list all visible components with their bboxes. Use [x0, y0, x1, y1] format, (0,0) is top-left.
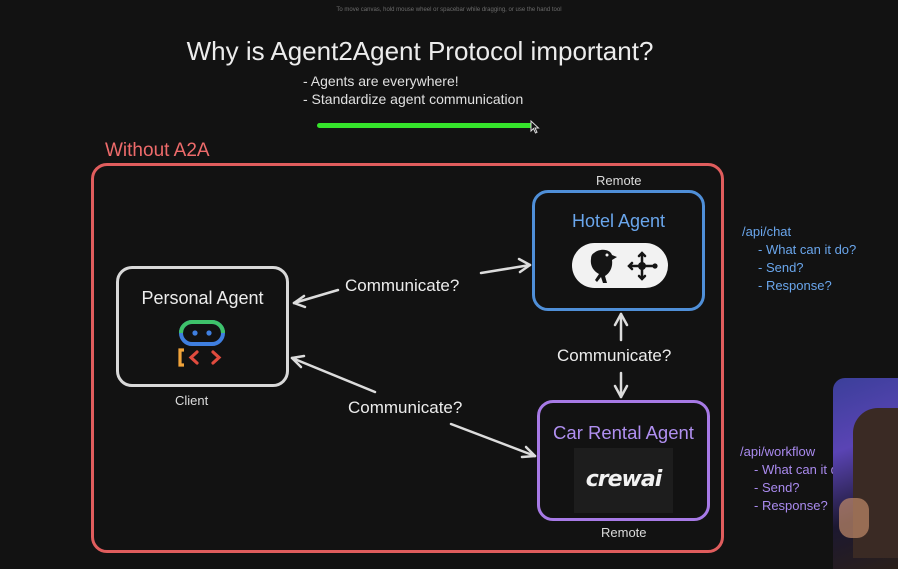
webcam-overlay	[833, 378, 898, 569]
car-rental-agent-node[interactable]: Car Rental Agent crewai	[537, 400, 710, 521]
langgraph-badge	[572, 243, 668, 288]
cursor-icon	[530, 120, 540, 134]
node-title: Car Rental Agent	[553, 422, 694, 443]
edge-label-personal-car: Communicate?	[348, 398, 463, 417]
personal-agent-caption: Client	[175, 393, 209, 408]
arrowhead	[520, 445, 537, 459]
slide-title: Why is Agent2Agent Protocol important?	[186, 36, 654, 66]
robot-brackets-icon	[178, 320, 225, 367]
arrowhead	[517, 257, 532, 274]
edge-label-personal-hotel: Communicate?	[345, 276, 460, 295]
underline-stroke	[317, 123, 535, 128]
api-item: - What can it do?	[758, 242, 857, 257]
arrowhead	[613, 312, 629, 327]
personal-agent-node[interactable]: Personal Agent	[116, 266, 289, 387]
node-title: Personal Agent	[141, 288, 264, 308]
api-endpoint: /api/chat	[742, 224, 792, 239]
bullet-item: - Agents are everywhere!	[303, 73, 459, 89]
edge-label-hotel-car: Communicate?	[557, 346, 672, 365]
car-api-notes: /api/workflow - What can it do? - Send? …	[740, 443, 852, 515]
canvas-hint: To move canvas, hold mouse wheel or spac…	[336, 7, 562, 13]
crewai-logo: crewai	[574, 448, 673, 513]
edge-personal-hotel-right	[479, 263, 532, 275]
edge-personal-car-left	[290, 356, 377, 394]
arrowhead	[292, 294, 307, 309]
network-arrows-icon	[627, 251, 658, 281]
api-item: - Response?	[754, 498, 828, 513]
hotel-agent-node[interactable]: Hotel Agent	[532, 190, 705, 311]
edge-personal-hotel-left	[292, 288, 340, 305]
api-item: - Response?	[758, 278, 832, 293]
bullet-item: - Standardize agent communication	[303, 91, 524, 107]
hotel-agent-caption: Remote	[596, 173, 642, 188]
parrot-icon	[590, 249, 617, 283]
section-label: Without A2A	[105, 140, 210, 161]
api-endpoint: /api/workflow	[740, 444, 816, 459]
api-item: - Send?	[758, 260, 804, 275]
hotel-api-notes: /api/chat - What can it do? - Send? - Re…	[742, 223, 856, 295]
crewai-logo-text: crewai	[585, 467, 663, 492]
edge-personal-car-right	[449, 422, 537, 458]
api-item: - What can it do?	[754, 462, 853, 477]
arrowhead	[613, 384, 629, 399]
node-title: Hotel Agent	[571, 211, 666, 231]
car-rental-caption: Remote	[601, 525, 647, 540]
arrowhead	[290, 354, 306, 369]
bullet-list: - Agents are everywhere! - Standardize a…	[303, 72, 523, 108]
presenter-hand	[839, 498, 869, 538]
without-a2a-frame	[91, 163, 724, 553]
api-item: - Send?	[754, 480, 800, 495]
